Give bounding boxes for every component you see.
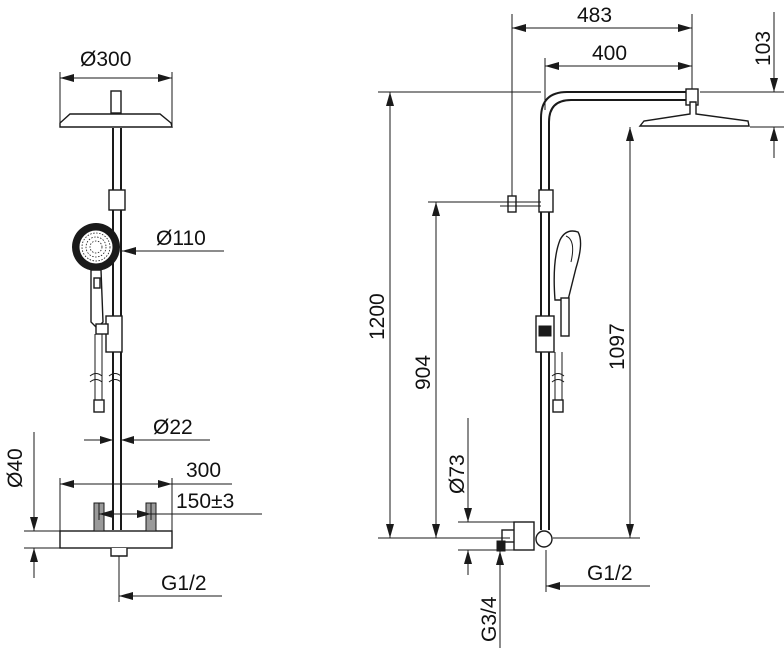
dim-mixer-width: 300 — [59, 459, 232, 531]
dim-projection-total-label: 483 — [577, 4, 612, 27]
dim-arm-length-label: 400 — [592, 42, 627, 65]
front-view: Ø300 Ø110 Ø22 300 — [4, 48, 262, 602]
front-slider-and-hose — [89, 315, 123, 413]
side-shower-head — [638, 101, 750, 127]
dim-mixer-body-side-label: Ø73 — [446, 454, 469, 494]
side-thermostatic-mixer — [496, 521, 553, 552]
dim-inlet-left: G1/2 — [118, 556, 222, 602]
dim-total-height-label: 1200 — [366, 293, 389, 340]
dim-pipe-diameter: Ø22 — [84, 416, 210, 444]
dim-hook-height: 904 — [412, 201, 500, 538]
dim-inlet-left-label: G1/2 — [161, 572, 207, 595]
dim-outlet-thread: G3/4 — [478, 551, 504, 648]
front-hand-shower — [72, 223, 120, 329]
side-riser-and-arm — [538, 88, 699, 530]
dim-head-drop: 103 — [700, 12, 784, 158]
dim-projection-total: 483 — [511, 4, 693, 196]
side-view: 483 400 103 1200 — [366, 4, 784, 648]
dim-mixer-body-diameter: Ø40 — [4, 432, 60, 578]
dim-outlet-thread-label: G3/4 — [478, 596, 501, 642]
front-shower-head — [59, 90, 173, 128]
dim-pipe-diameter-label: Ø22 — [153, 416, 193, 439]
dim-total-height: 1200 — [366, 91, 541, 539]
dim-mixer-width-label: 300 — [186, 459, 221, 482]
dim-head-height: 1097 — [553, 127, 640, 539]
dim-head-diameter: Ø300 — [59, 48, 173, 127]
side-hand-shower — [553, 230, 582, 337]
dim-mixer-centres-label: 150±3 — [176, 490, 234, 513]
dim-mixer-centres: 150±3 — [98, 490, 262, 520]
dim-arm-length: 400 — [544, 42, 692, 110]
side-slider-and-hose — [535, 315, 565, 413]
dim-head-diameter-label: Ø300 — [80, 48, 131, 71]
dim-inlet-right-label: G1/2 — [587, 562, 633, 585]
dim-mixer-body-diameter-label: Ø40 — [4, 448, 27, 488]
dim-inlet-right: G1/2 — [545, 550, 650, 592]
dim-hand-shower-diameter-label: Ø110 — [156, 227, 206, 250]
dim-hook-height-label: 904 — [412, 355, 435, 390]
front-thermostatic-mixer — [59, 502, 173, 557]
dim-mixer-body-side: Ø73 — [446, 418, 514, 575]
side-wall-hook — [500, 195, 541, 213]
dim-head-height-label: 1097 — [606, 323, 629, 370]
dim-head-drop-label: 103 — [752, 31, 775, 66]
dim-hand-shower-diameter: Ø110 — [122, 227, 224, 255]
